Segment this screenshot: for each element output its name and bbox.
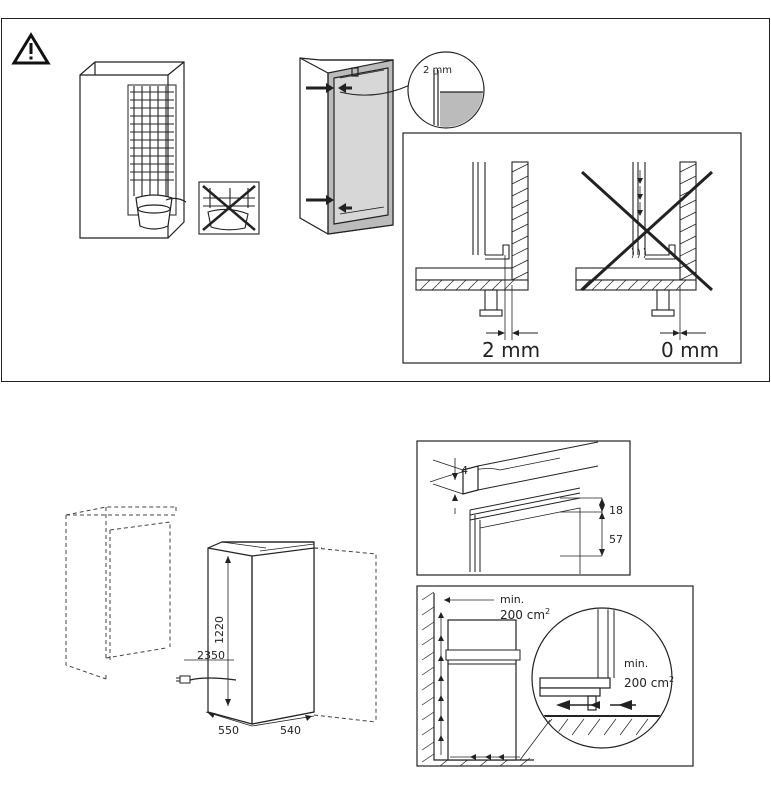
warning-icon	[11, 32, 51, 65]
height-dimension-label: 1220	[213, 616, 226, 644]
correct-gap-label: 2 mm	[482, 338, 541, 362]
wrong-installation-drawing	[575, 161, 714, 340]
ventilation-box	[416, 585, 694, 767]
fridge-back-illustration	[79, 61, 187, 239]
gap-zoom-circle	[407, 51, 485, 129]
vent-top-area-label: 200 cm2	[500, 607, 551, 622]
width-dimension-label: 550	[218, 724, 239, 737]
correct-installation-drawing	[415, 161, 538, 340]
cabinet-illustration	[299, 57, 421, 235]
niche-dimensions-drawing	[65, 506, 377, 727]
vent-zoom-area-label: 200 cm2	[624, 675, 675, 690]
profile-offset-label: 4	[461, 464, 468, 477]
profile-detail-box	[416, 440, 631, 576]
cable-dimension-label: 2350	[197, 649, 225, 662]
vent-top-min-label: min.	[500, 593, 525, 606]
vent-zoom-min-label: min.	[624, 657, 649, 670]
wrong-gap-label: 0 mm	[661, 338, 720, 362]
profile-mid-label: 18	[609, 504, 623, 517]
crossed-detail-illustration	[198, 181, 260, 235]
depth-dimension-label: 540	[280, 724, 301, 737]
profile-bottom-label: 57	[609, 533, 623, 546]
gap-zoom-label: 2 mm	[423, 65, 453, 76]
